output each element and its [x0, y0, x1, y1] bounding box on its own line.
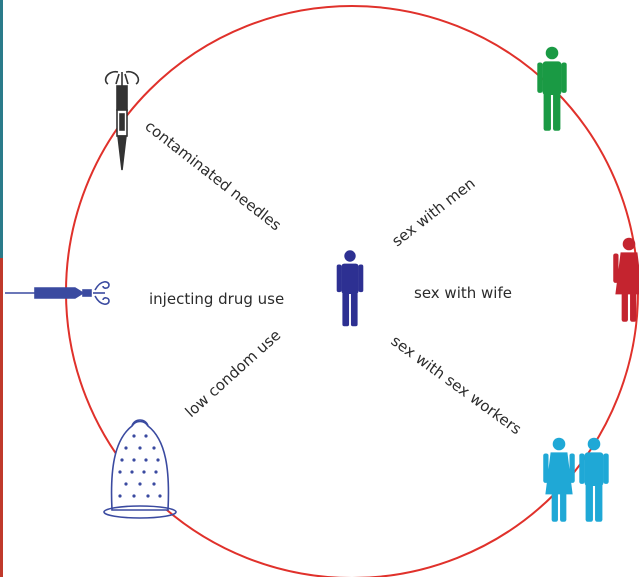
- tattoo-needle-icon: [104, 70, 140, 171]
- label-sex-with-wife: sex with wife: [414, 284, 512, 302]
- male-partner-icon: [537, 46, 567, 131]
- syringe-icon: [5, 281, 110, 305]
- left-edge-red: [0, 258, 3, 577]
- condom-icon: [103, 419, 177, 519]
- label-contaminated-needles: contaminated needles: [142, 117, 285, 234]
- label-injecting-drug-use: injecting drug use: [149, 290, 284, 308]
- label-sex-with-sex-workers: sex with sex workers: [388, 332, 525, 439]
- label-low-condom-use: low condom use: [182, 326, 285, 421]
- sex-workers-couple-icon: [543, 437, 609, 522]
- left-edge-teal: [0, 0, 3, 258]
- center-man-icon: [336, 250, 364, 327]
- label-sex-with-men: sex with men: [388, 174, 478, 250]
